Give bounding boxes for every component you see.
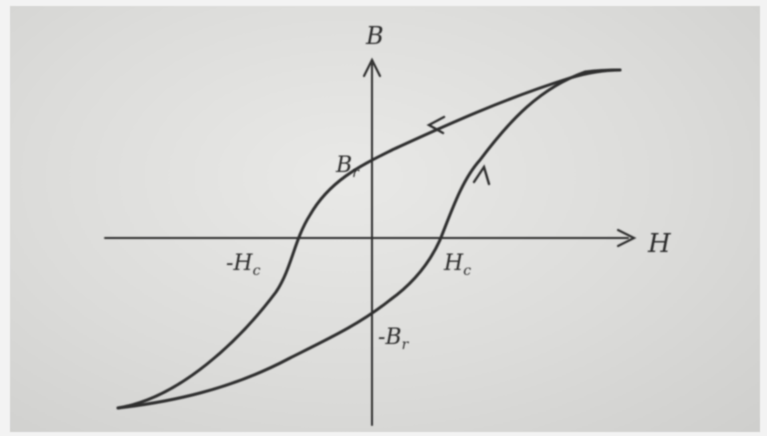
lower-branch-direction-arrow [472, 164, 491, 186]
h-axis-label: H [647, 229, 672, 259]
upper-branch-direction-arrow [426, 115, 446, 135]
loop-lower-branch [116, 68, 622, 410]
paper-sheet [10, 6, 760, 432]
h-axis-arrowhead [616, 228, 637, 248]
remanence-negative-label: -Br [378, 325, 410, 353]
coercivity-positive-label: Hc [443, 251, 471, 279]
b-axis-label: B [365, 22, 384, 50]
coercivity-negative-label: -Hc [226, 251, 261, 279]
remanence-positive-label: Br [335, 153, 360, 181]
b-axis-arrowhead [362, 57, 382, 78]
